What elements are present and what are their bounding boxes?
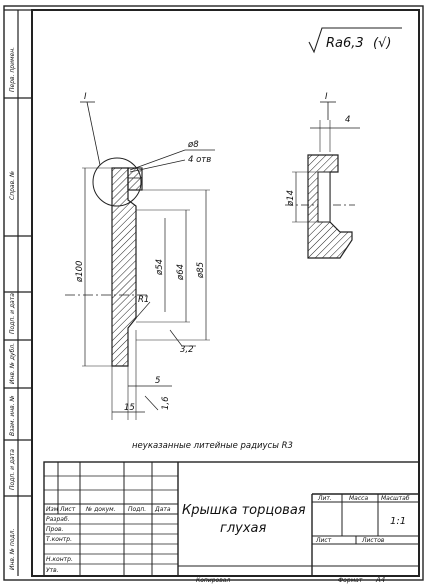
dim-d100: ø100: [75, 261, 85, 283]
col-izm: Изм: [46, 506, 59, 513]
detail-label: I: [325, 92, 328, 102]
side-label-5: Взам. инв. №: [9, 395, 16, 436]
format-label: Формат: [338, 577, 363, 584]
side-label-3: Подп. и дата: [9, 293, 16, 334]
lit-label: Лит.: [317, 495, 332, 502]
sheets-label: Листов: [361, 537, 385, 544]
side-label-1: Перв. примен.: [9, 47, 16, 92]
row-tkontr: Т.контр.: [46, 536, 72, 543]
dim-32: 3,2: [180, 345, 194, 355]
leader-label-1: I: [84, 92, 87, 102]
col-doc: № докум.: [85, 506, 116, 513]
dim-holes: 4 отв: [188, 155, 211, 165]
dim-d64: ø64: [176, 264, 186, 281]
format-value: A4: [375, 576, 385, 584]
mass-label: Масса: [349, 495, 368, 502]
sheet-label: Лист: [315, 537, 332, 544]
side-label-2: Справ. №: [9, 171, 16, 200]
copied-label: Копировал: [196, 577, 230, 584]
row-prov: Пров.: [46, 526, 64, 533]
dim-16: 1,6: [161, 396, 171, 410]
dim-5: 5: [155, 376, 160, 386]
roughness-paren: (√): [373, 36, 391, 51]
scale-value: 1:1: [390, 516, 406, 527]
part-name-2: глухая: [220, 521, 266, 536]
col-list: Лист: [59, 506, 76, 513]
inner-frame: [31, 9, 420, 577]
detail-view: [285, 101, 360, 259]
side-label-6: Подп. и дата: [9, 449, 16, 490]
technical-note: неуказанные литейные радиусы R3: [132, 441, 293, 451]
roughness-value: Ra6,3: [326, 36, 364, 51]
dim-15: 15: [124, 403, 135, 413]
roughness-mark: [308, 27, 402, 54]
row-utv: Утв.: [46, 567, 59, 574]
side-label-7: Инв. № подл.: [9, 529, 16, 570]
part-name-1: Крышка торцовая: [182, 503, 306, 518]
side-strip: [4, 9, 32, 576]
dim-d14: ø14: [286, 190, 296, 207]
row-nkontr: Н.контр.: [46, 556, 73, 563]
dim-4: 4: [345, 115, 350, 125]
dim-d85: ø85: [196, 262, 206, 279]
col-date: Дата: [154, 506, 171, 513]
dim-d54: ø54: [155, 259, 165, 276]
outer-frame: [3, 5, 424, 581]
col-sign: Подп.: [128, 506, 146, 513]
scale-label: Масштаб: [381, 495, 410, 502]
detail-circle: [92, 157, 142, 207]
dim-d8: ø8: [187, 140, 199, 150]
dim-r1: R1: [138, 295, 149, 305]
row-razrab: Разраб.: [46, 516, 70, 523]
main-section: [65, 101, 215, 420]
title-block: [43, 461, 420, 577]
side-label-4: Инв. № дубл.: [9, 343, 16, 384]
